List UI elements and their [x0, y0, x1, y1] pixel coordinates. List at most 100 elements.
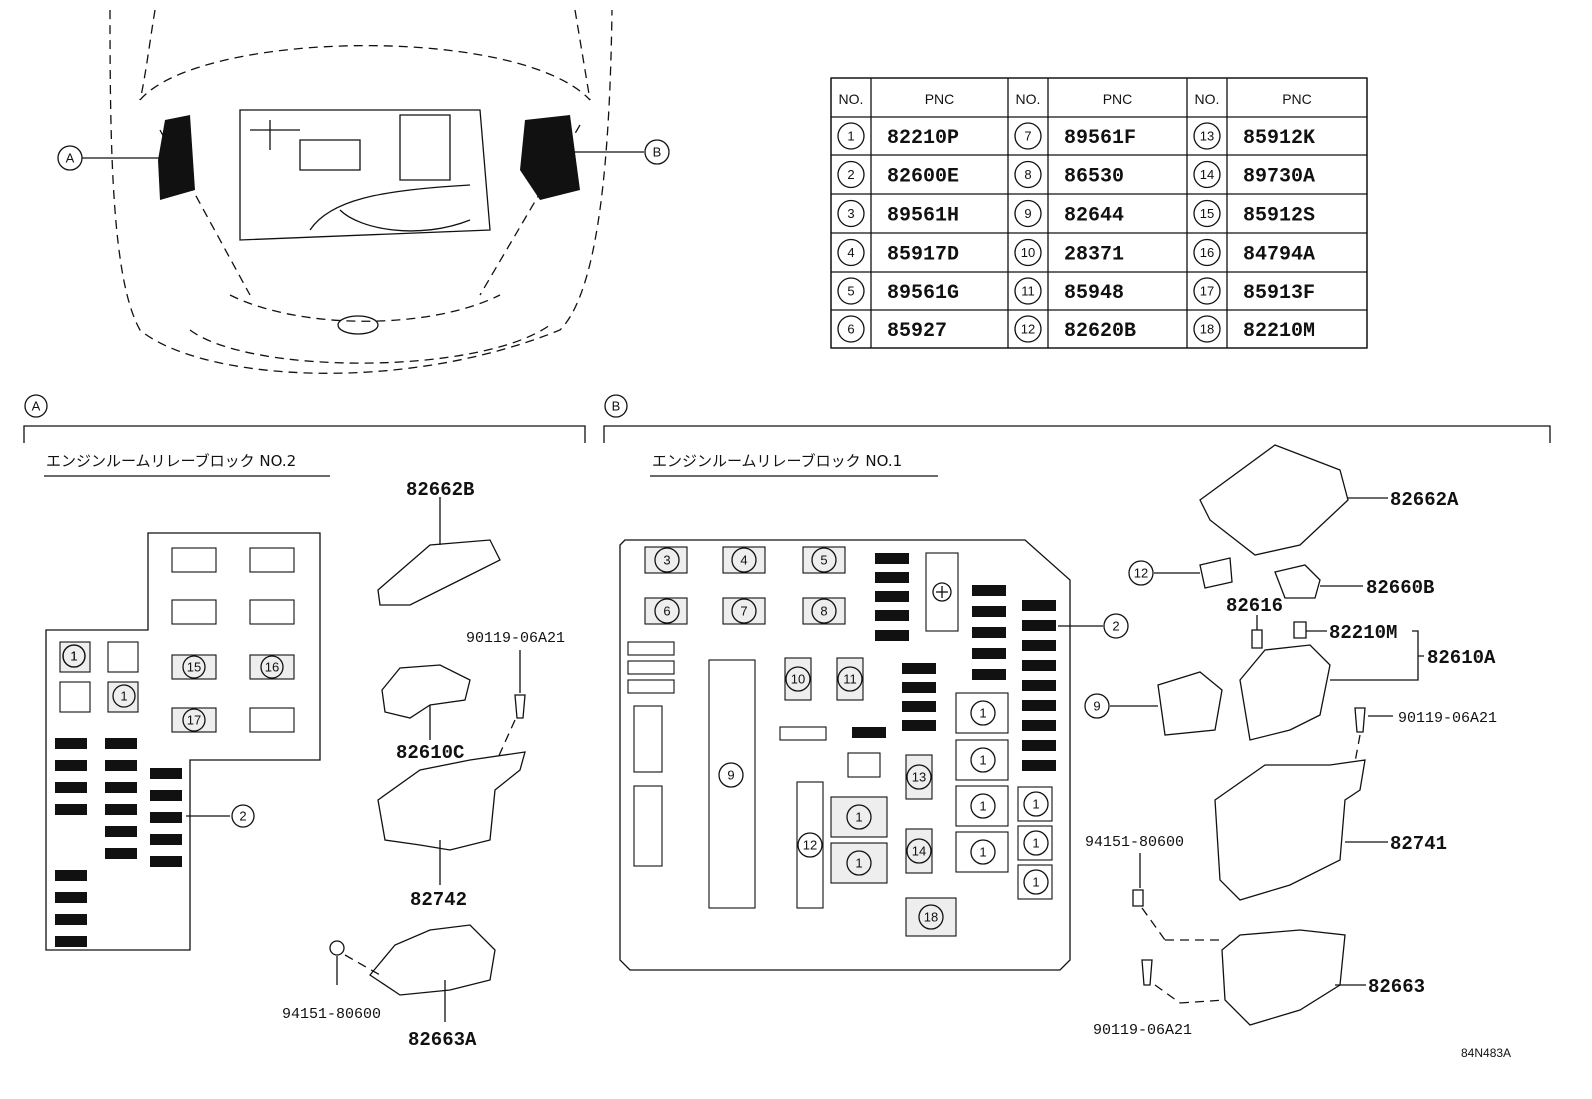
- part-9-ref: 9: [1093, 699, 1100, 714]
- pnc-code: 82600E: [887, 166, 959, 189]
- pnc-no-circle: [837, 199, 865, 228]
- cover-82663a-shape: [369, 924, 496, 996]
- callout-b: B: [653, 145, 662, 160]
- pnc-no-circle: [1193, 277, 1221, 305]
- part-82663: 82663: [1368, 976, 1425, 998]
- relay-block-a-location: [158, 115, 195, 200]
- pnc-no-circle: [837, 277, 865, 305]
- part-82610c: 82610C: [396, 742, 464, 764]
- callout-a-circle: [57, 145, 83, 171]
- nut-94151-b: [1132, 889, 1144, 907]
- block-82610c-shape: [381, 664, 471, 719]
- block-ref: 1: [1032, 836, 1039, 851]
- pnc-code: 85948: [1064, 282, 1124, 305]
- pnc-no: 10: [1021, 245, 1035, 260]
- ref-circle: [1023, 791, 1049, 817]
- relay-block-no2-outline: [45, 532, 321, 951]
- section-b: B エンジンルームリレーブロック NO.1: [603, 394, 1551, 1039]
- section-b-title: エンジンルームリレーブロック NO.1: [652, 452, 902, 470]
- relay-block-no1-outline: [619, 539, 1071, 971]
- relay-block-no1-slots: [627, 546, 1056, 937]
- ref-circle: [785, 666, 811, 692]
- block-ref: 1: [855, 856, 862, 871]
- fuse-82616-shape: [1251, 629, 1263, 649]
- cover-82662a-shape: [1199, 444, 1349, 556]
- block-ref: 6: [663, 604, 670, 619]
- ref-circle: [970, 700, 996, 726]
- block-ref: 1: [1032, 797, 1039, 812]
- table-header-4: NO.: [1195, 91, 1220, 107]
- pnc-code: 89561F: [1064, 127, 1136, 150]
- block-ref: 1: [979, 753, 986, 768]
- part-82616: 82616: [1226, 595, 1283, 617]
- pnc-code: 85913F: [1243, 282, 1315, 305]
- cover-82663-shape: [1221, 929, 1346, 1026]
- part-90119-06a21-a: 90119-06A21: [466, 630, 565, 647]
- block-ref: 15: [187, 660, 201, 675]
- pnc-no-circle: [837, 315, 865, 343]
- ref-circle: [846, 850, 872, 876]
- block-ref: 14: [912, 844, 926, 859]
- ref-circle: [112, 684, 136, 708]
- section-b-marker: B: [612, 399, 621, 414]
- pnc-code: 84794A: [1243, 244, 1315, 267]
- part-90119-06a21-b2: 90119-06A21: [1093, 1022, 1192, 1039]
- part-12-circle: [1128, 560, 1154, 586]
- pnc-no: 6: [847, 322, 854, 337]
- connector-9-shape: [1157, 671, 1223, 736]
- bolt-90119-a: [514, 694, 526, 719]
- pnc-no-circle: [837, 122, 865, 150]
- ref-circle: [970, 747, 996, 773]
- table-header-0: NO.: [839, 91, 864, 107]
- section-a-marker: A: [32, 399, 41, 414]
- pnc-no: 9: [1024, 206, 1031, 221]
- part-12-ref: 12: [1134, 566, 1148, 581]
- block-ref: 1: [1032, 875, 1039, 890]
- pnc-no: 8: [1024, 167, 1031, 182]
- block-ref: 1: [70, 649, 77, 664]
- pnc-no-circle: [1014, 122, 1042, 150]
- part-82663a: 82663A: [408, 1029, 477, 1051]
- pnc-no-circle: [837, 238, 865, 267]
- pnc-code: 82210M: [1243, 320, 1315, 343]
- block-ref: 1: [855, 810, 862, 825]
- pnc-code: 85912K: [1243, 127, 1315, 150]
- block-82741-shape: [1214, 759, 1366, 901]
- relay-block-b-location: [520, 115, 580, 200]
- pnc-no: 7: [1024, 129, 1031, 144]
- ref-circle: [182, 708, 206, 732]
- block-ref: 18: [924, 910, 938, 925]
- block-ref: 17: [187, 713, 201, 728]
- block-ref: 1: [979, 799, 986, 814]
- pnc-no: 12: [1021, 322, 1035, 337]
- fuse-82210m-shape: [1293, 621, 1307, 639]
- pnc-code: 85927: [887, 320, 947, 343]
- part-82742: 82742: [410, 889, 467, 911]
- pnc-code: 82620B: [1064, 320, 1136, 343]
- ref-circle: [654, 598, 680, 624]
- pnc-no-circle: [1014, 277, 1042, 305]
- ref-circle: [906, 764, 932, 790]
- block-ref: 1: [979, 845, 986, 860]
- ref-circle: [970, 793, 996, 819]
- section-a-title: エンジンルームリレーブロック NO.2: [46, 452, 296, 470]
- block-82610a-shape: [1239, 644, 1331, 741]
- ref-circle: [811, 547, 837, 573]
- pnc-code: 82644: [1064, 205, 1124, 228]
- pnc-no-circle: [1193, 122, 1221, 150]
- bolt-90119-b2: [1141, 959, 1153, 986]
- ref-circle: [906, 838, 932, 864]
- pnc-no-circle: [1193, 199, 1221, 228]
- ref-circle: [1103, 613, 1129, 639]
- pnc-no-circle: [1014, 238, 1042, 267]
- part-82741: 82741: [1390, 833, 1447, 855]
- section-a-marker-circle: [24, 394, 48, 418]
- relay-12-shape: [1199, 557, 1233, 589]
- ref-circle: [62, 644, 86, 668]
- part-94151-80600-b: 94151-80600: [1085, 834, 1184, 851]
- table-header-2: NO.: [1016, 91, 1041, 107]
- pnc-code: 85917D: [887, 244, 959, 267]
- ref-circle: [231, 804, 255, 828]
